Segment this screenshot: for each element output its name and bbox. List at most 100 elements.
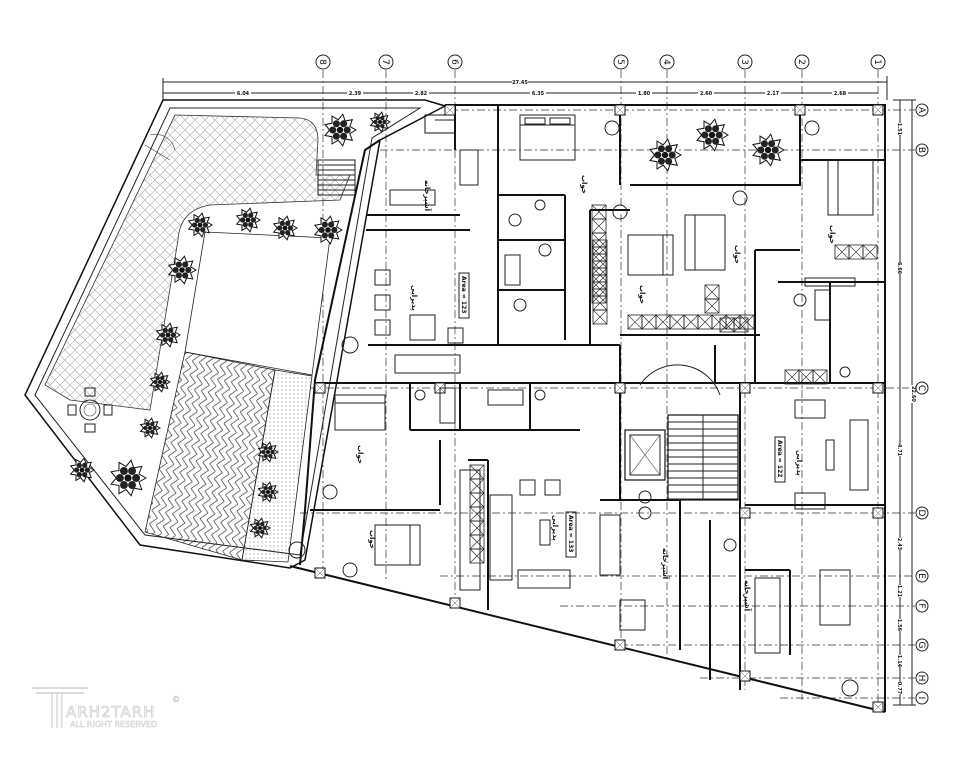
- structural-columns: [314, 104, 884, 713]
- sofa: [489, 494, 513, 581]
- bed: [519, 114, 576, 161]
- dining-table: [459, 149, 479, 186]
- grid-bubble-b: B: [915, 143, 929, 157]
- grid-bubble-e: E: [915, 569, 929, 583]
- room-label-living: پذیرایی: [551, 515, 559, 541]
- top-dimension-chain: 27.45 6.04 2.39 2.82 6.35 1.80 2.60 2.17…: [162, 76, 888, 100]
- grid-bubble-i: I: [915, 691, 929, 705]
- tree-icon: [167, 255, 198, 285]
- room-label-kitchen: آشپزخانه: [661, 548, 670, 580]
- grid-bubble-d: D: [915, 506, 929, 520]
- tree-icon: [369, 111, 392, 133]
- grid-bubble-5: 5: [613, 54, 629, 70]
- room-label-bedroom: خواب: [733, 245, 741, 264]
- room-labels: آشپزخانه خواب خواب خواب خواب پذیرایی خوا…: [356, 175, 836, 612]
- cabinet-unit: [812, 369, 828, 385]
- cabinet-unit: [469, 492, 485, 508]
- svg-text:2.68: 2.68: [834, 91, 847, 97]
- dimension-total: 22.60: [910, 386, 916, 402]
- grid-bubble-7: 7: [378, 54, 394, 70]
- sofa: [849, 419, 869, 491]
- room-label-living: پذیرایی: [795, 450, 803, 476]
- bed: [627, 234, 674, 276]
- armchair: [374, 269, 391, 286]
- toilet: [534, 199, 546, 211]
- grid-bubble-3: 3: [737, 54, 753, 70]
- bathtub: [504, 254, 521, 286]
- tree-icon: [235, 207, 262, 233]
- tree-icon: [257, 441, 280, 463]
- tree-icon: [139, 417, 162, 439]
- svg-text:1.80: 1.80: [638, 91, 651, 97]
- cabinet-unit: [733, 317, 749, 333]
- tree-icon: [149, 371, 172, 393]
- armchair: [794, 492, 826, 510]
- svg-text:1: 1: [872, 59, 882, 65]
- armchair: [544, 479, 561, 496]
- lawn: [184, 231, 331, 376]
- grid-bubble-f: F: [915, 599, 929, 613]
- grid-column-bubbles: 8 7 6 5 4 3 2 1: [315, 54, 886, 70]
- svg-text:6: 6: [449, 59, 459, 65]
- dining-table: [619, 599, 646, 631]
- toilet: [414, 389, 426, 401]
- svg-text:2.82: 2.82: [415, 91, 428, 97]
- svg-text:1.14: 1.14: [896, 655, 902, 668]
- cabinet-unit: [798, 369, 814, 385]
- room-label-bedroom: خواب: [356, 445, 364, 464]
- svg-text:6.66: 6.66: [896, 262, 902, 275]
- chair: [322, 484, 338, 500]
- tree-icon: [696, 118, 729, 152]
- toilet: [534, 389, 546, 401]
- area-tag: Area = 133: [567, 515, 574, 552]
- svg-text:A: A: [916, 107, 926, 114]
- tree-icon: [155, 322, 182, 348]
- cabinet-unit: [655, 314, 671, 330]
- cabinet-unit: [848, 244, 864, 260]
- elevator: [624, 429, 666, 481]
- cabinet-unit: [704, 298, 720, 314]
- svg-text:0.77: 0.77: [896, 682, 902, 695]
- cabinet-unit: [469, 506, 485, 522]
- garden-table: [67, 387, 113, 433]
- room-label-kitchen: آشپزخانه: [743, 580, 752, 612]
- tree-icon: [313, 215, 344, 245]
- room-label-bedroom: خواب: [580, 175, 588, 194]
- bed: [334, 394, 386, 431]
- cabinet-unit: [697, 314, 713, 330]
- grid-bubble-4: 4: [659, 54, 675, 70]
- tree-icon: [257, 481, 280, 503]
- gravel-strip: [241, 369, 313, 563]
- chair: [638, 506, 652, 520]
- sink: [513, 298, 527, 312]
- cabinet-unit: [834, 244, 850, 260]
- watermark-brand: ARH2TARH: [66, 703, 155, 721]
- cabinet-unit: [739, 314, 755, 330]
- svg-text:8: 8: [317, 59, 327, 65]
- dimension-total: 27.45: [512, 80, 528, 86]
- bathtub: [439, 387, 456, 424]
- cabinet-unit: [469, 548, 485, 564]
- cabinet-unit: [683, 314, 699, 330]
- stairwell: [639, 364, 739, 501]
- cabinet-unit: [469, 464, 485, 480]
- cabinet-unit: [784, 369, 800, 385]
- toilet: [839, 366, 851, 378]
- svg-text:2.17: 2.17: [767, 91, 780, 97]
- kitchen-counter: [459, 469, 481, 591]
- svg-text:D: D: [916, 510, 926, 517]
- kitchen-counter: [754, 577, 781, 654]
- chair: [638, 490, 652, 504]
- tree-icon: [249, 517, 272, 539]
- svg-text:5: 5: [615, 59, 625, 65]
- grid-row-bubbles: A B C D E F G H I: [915, 103, 929, 705]
- tree-icon: [752, 133, 785, 167]
- grid-bubble-g: G: [915, 638, 929, 652]
- watermark-tagline: ALL RIGHT RESERVED: [70, 720, 157, 729]
- tree-icon: [110, 459, 148, 497]
- round-table: [341, 336, 359, 354]
- svg-text:G: G: [916, 642, 926, 649]
- watermark-logo: ARH2TARH ALL RIGHT RESERVED ©: [32, 687, 180, 729]
- chair: [804, 120, 820, 136]
